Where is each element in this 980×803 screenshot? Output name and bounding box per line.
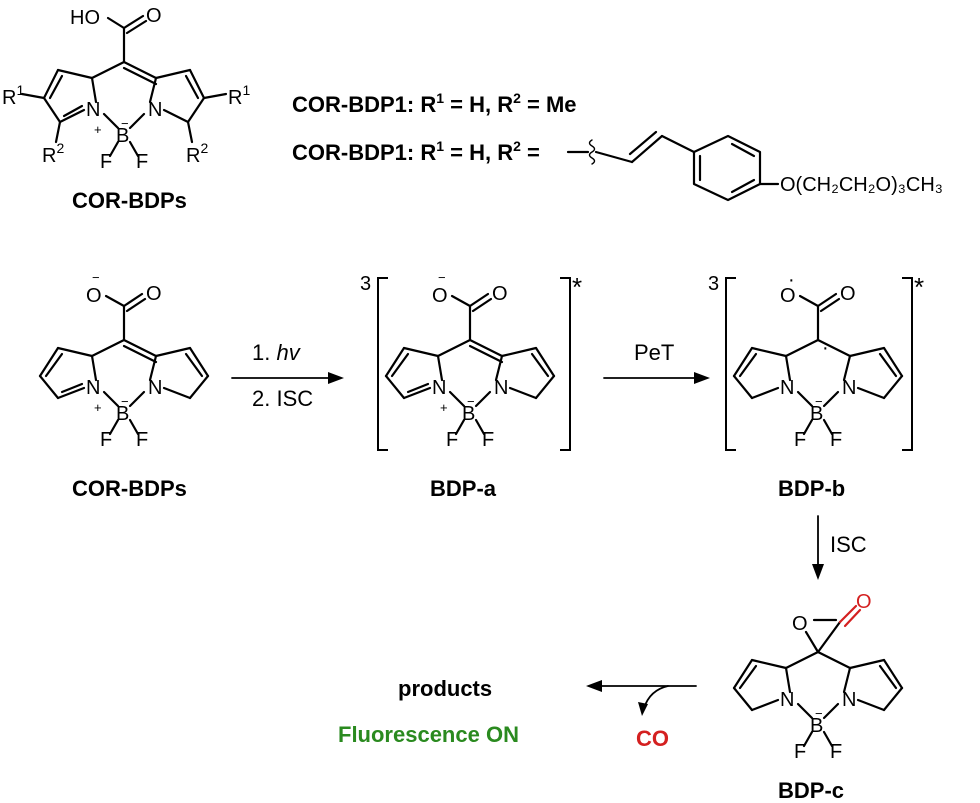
charge-plus: + xyxy=(94,122,102,137)
atom-n-left: N xyxy=(432,377,446,399)
atom-o: O xyxy=(840,283,856,305)
substituent-definition-1: COR-BDP1: R1 = H, R2 = Me xyxy=(292,90,577,117)
atom-n-left: N xyxy=(86,99,100,121)
atom-r2-left: R2 xyxy=(42,140,64,167)
charge-anion: − xyxy=(92,270,100,285)
atom-f: F xyxy=(100,151,112,173)
atom-o: O xyxy=(146,5,162,27)
charge-anion: − xyxy=(438,270,446,285)
atom-r1-left: R1 xyxy=(2,82,24,109)
atom-f: F xyxy=(100,429,112,451)
compound-label-bdp-c: BDP-c xyxy=(778,778,844,803)
radical-dot: · xyxy=(822,337,829,359)
atom-b: B xyxy=(462,403,475,425)
charge-minus: − xyxy=(467,394,475,409)
reaction-arrow-4: CO xyxy=(586,680,697,751)
atom-o-carbonyl: O xyxy=(856,591,872,613)
atom-o: O xyxy=(146,283,162,305)
reaction-condition-isc: 2. ISC xyxy=(252,386,313,411)
atom-f: F xyxy=(136,151,148,173)
atom-b: B xyxy=(116,403,129,425)
atom-o-radical: O xyxy=(780,285,796,307)
charge-plus: + xyxy=(94,400,102,415)
charge-plus: + xyxy=(440,400,448,415)
atom-b: B xyxy=(116,125,129,147)
atom-b: B xyxy=(810,715,823,737)
atom-n-right: N xyxy=(842,377,856,399)
fluorescence-on-label: Fluorescence ON xyxy=(338,722,519,747)
atom-f: F xyxy=(830,429,842,451)
atom-n-right: N xyxy=(148,377,162,399)
substituent-definition-2: COR-BDP1: R1 = H, R2 = xyxy=(292,138,540,165)
atom-f: F xyxy=(136,429,148,451)
atom-f: F xyxy=(482,429,494,451)
compound-label-bdp-a: BDP-a xyxy=(430,476,497,501)
atom-n-left: N xyxy=(780,377,794,399)
reaction-arrow-1: 1. hv 2. ISC xyxy=(231,340,344,411)
atom-o: O xyxy=(492,283,508,305)
compound-label-start: COR-BDPs xyxy=(72,476,187,501)
reaction-condition-pet: PeT xyxy=(634,340,674,365)
charge-minus: − xyxy=(121,116,129,131)
atom-f: F xyxy=(794,741,806,763)
atom-r1-right: R1 xyxy=(228,82,250,109)
compound-label-bdp-b: BDP-b xyxy=(778,476,845,501)
bdp-b-structure: 3 * O · O · N N B − F F xyxy=(708,269,924,451)
atom-n-left: N xyxy=(780,689,794,711)
atom-ho: HO xyxy=(70,7,100,29)
bdp-c-structure: O O N N B − F F xyxy=(732,591,904,763)
atom-f: F xyxy=(794,429,806,451)
products-label: products xyxy=(398,676,492,701)
excited-state-mark: * xyxy=(572,272,582,302)
bdp-a-structure: 3 * O − O N N B − + F F xyxy=(360,270,582,451)
bodipy-general-structure: HO O N N B − + F F R1 R1 xyxy=(2,5,250,173)
charge-minus: − xyxy=(815,394,823,409)
triplet-label: 3 xyxy=(360,273,371,295)
excited-state-mark: * xyxy=(914,272,924,302)
reaction-condition-irradiation: 1. hv xyxy=(252,340,302,365)
styryl-peg-substituent: O(CH₂CH₂O)₃CH₃ xyxy=(566,130,943,202)
reaction-arrow-3: ISC xyxy=(812,515,867,580)
atom-n-right: N xyxy=(494,377,508,399)
charge-minus: − xyxy=(815,706,823,721)
atom-r2-right: R2 xyxy=(186,140,208,167)
charge-minus: − xyxy=(121,394,129,409)
reaction-condition-isc: ISC xyxy=(830,532,867,557)
atom-o-carboxylate: O xyxy=(86,285,102,307)
atom-f: F xyxy=(446,429,458,451)
atom-n-right: N xyxy=(842,689,856,711)
atom-n-left: N xyxy=(86,377,100,399)
peg-chain: O(CH₂CH₂O)₃CH₃ xyxy=(780,174,943,196)
atom-f: F xyxy=(830,741,842,763)
triplet-label: 3 xyxy=(708,273,719,295)
radical-dot: · xyxy=(788,269,795,291)
start-bodipy-anion: O − O N N B − + F F xyxy=(38,270,210,451)
reaction-arrow-2: PeT xyxy=(603,340,710,384)
atom-o-lactone: O xyxy=(792,613,808,635)
co-release: CO xyxy=(636,726,669,751)
atom-o-carboxylate: O xyxy=(432,285,448,307)
atom-b: B xyxy=(810,403,823,425)
atom-n-right: N xyxy=(148,99,162,121)
compound-label-general: COR-BDPs xyxy=(72,188,187,213)
